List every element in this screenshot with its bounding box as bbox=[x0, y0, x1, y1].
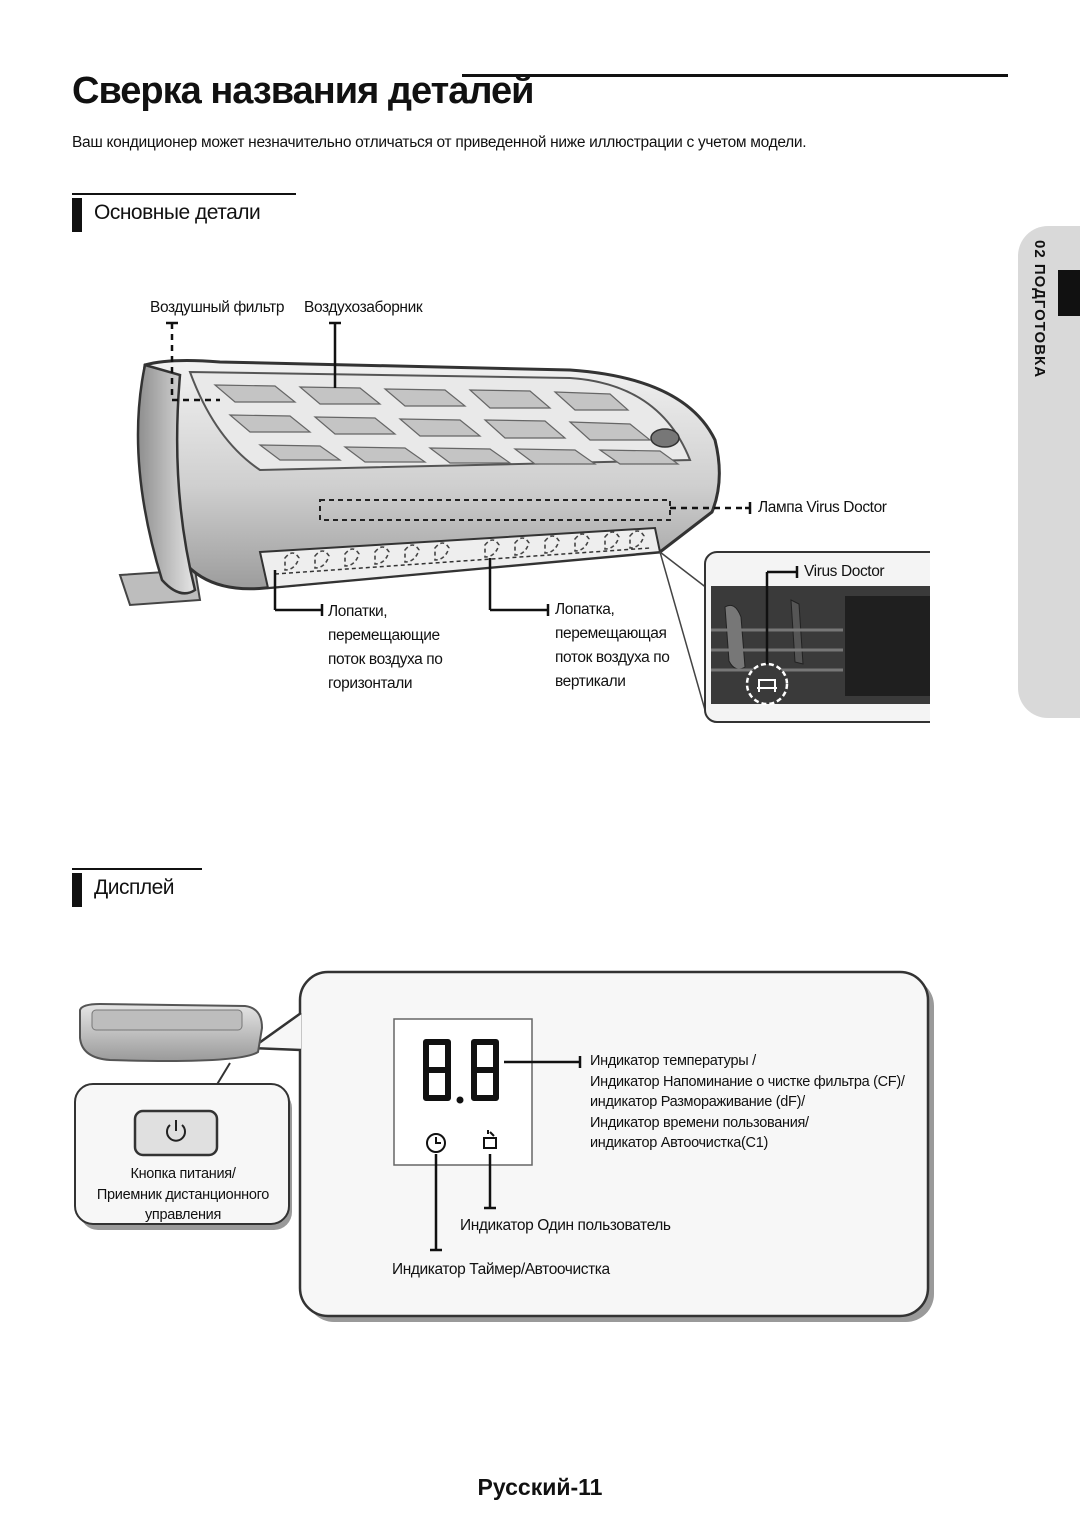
label-line: Лопатки, bbox=[328, 603, 388, 620]
label-virus-doctor: Virus Doctor bbox=[804, 563, 885, 580]
label-line: горизонтали bbox=[328, 675, 413, 692]
section-title-display: Дисплей bbox=[94, 876, 175, 899]
label-line: Лопатка, bbox=[555, 601, 615, 618]
label-blade-vertical: Лопатка, перемещающая поток воздуха по в… bbox=[555, 598, 670, 694]
label-blades-horizontal: Лопатки, перемещающие поток воздуха по г… bbox=[328, 600, 443, 696]
display-illustration bbox=[74, 970, 934, 1322]
power-caption: Кнопка питания/ Приемник дистанционного … bbox=[90, 1164, 276, 1226]
label-line: вертикали bbox=[555, 673, 626, 690]
caption-line: Кнопка питания/ bbox=[130, 1166, 236, 1182]
section-bar bbox=[72, 198, 82, 232]
chapter-tab-label: 02 ПОДГОТОВКА bbox=[1031, 240, 1048, 379]
section-rule bbox=[72, 193, 296, 195]
chapter-tab-marker bbox=[1058, 270, 1080, 316]
indicator-line: индикатор Автоочистка(C1) bbox=[590, 1135, 769, 1151]
label-line: поток воздуха по bbox=[328, 651, 443, 668]
indicator-list: Индикатор температуры / Индикатор Напоми… bbox=[590, 1051, 905, 1154]
indicator-line: Индикатор температуры / bbox=[590, 1053, 756, 1069]
section-bar bbox=[72, 873, 82, 907]
caption-line: управления bbox=[144, 1207, 222, 1223]
indicator-line: Индикатор Напоминание о чистке фильтра (… bbox=[590, 1073, 905, 1090]
label-air-filter: Воздушный фильтр bbox=[150, 299, 285, 316]
label-air-intake: Воздухозаборник bbox=[304, 299, 423, 316]
label-timer-autoclean: Индикатор Таймер/Автоочистка bbox=[392, 1261, 610, 1278]
label-single-user: Индикатор Один пользователь bbox=[460, 1217, 671, 1234]
intro-text: Ваш кондиционер может незначительно отли… bbox=[72, 134, 807, 151]
label-line: перемещающие bbox=[328, 627, 440, 644]
power-icon[interactable] bbox=[166, 1120, 186, 1142]
single-user-icon bbox=[483, 1130, 497, 1149]
indicator-line: индикатор Размораживание (dF)/ bbox=[590, 1094, 805, 1110]
title-rule bbox=[462, 74, 1008, 77]
clock-icon bbox=[426, 1133, 446, 1153]
caption-line: Приемник дистанционного bbox=[96, 1186, 270, 1203]
section-title-main: Основные детали bbox=[94, 201, 261, 224]
section-rule bbox=[72, 868, 202, 870]
label-virus-lamp: Лампа Virus Doctor bbox=[758, 499, 887, 516]
indoor-unit-illustration bbox=[118, 321, 930, 723]
indicator-line: Индикатор времени пользования/ bbox=[590, 1114, 809, 1131]
page-title: Сверка названия деталей bbox=[72, 70, 534, 112]
page-number: Русский-11 bbox=[477, 1474, 603, 1500]
label-line: поток воздуха по bbox=[555, 649, 670, 666]
label-line: перемещающая bbox=[555, 625, 667, 642]
